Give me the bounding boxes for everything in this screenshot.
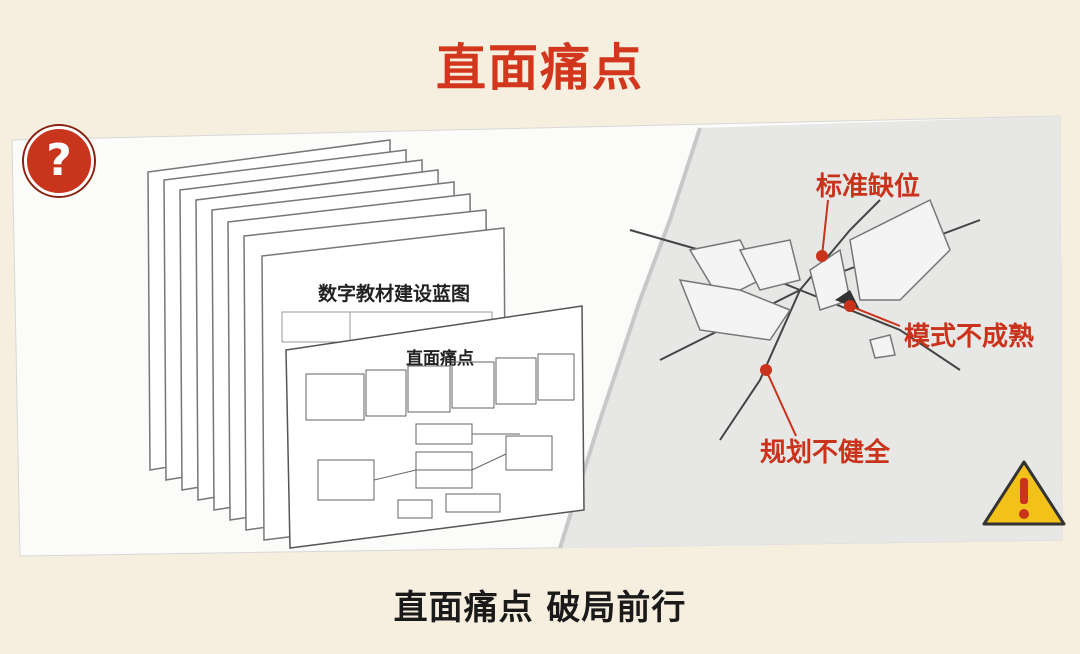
crack-label-mode: 模式不成熟 xyxy=(904,322,1035,352)
front-page xyxy=(285,305,585,549)
crack-label-standard: 标准缺位 xyxy=(816,172,921,202)
page-title: 直面痛点 xyxy=(436,39,644,97)
front-page-diagram xyxy=(305,353,575,519)
crack-label-planning: 规划不健全 xyxy=(760,438,891,468)
torn-edge xyxy=(558,127,702,549)
warning-triangle-icon xyxy=(982,460,1066,526)
rubble xyxy=(678,198,951,359)
document-front-title: 直面痛点 xyxy=(406,348,474,369)
label-pointers xyxy=(760,199,901,437)
page-subtitle: 直面痛点 破局前行 xyxy=(393,588,687,628)
document-back-title: 数字教材建设蓝图 xyxy=(318,282,470,305)
question-mark-icon: ? xyxy=(24,126,94,196)
